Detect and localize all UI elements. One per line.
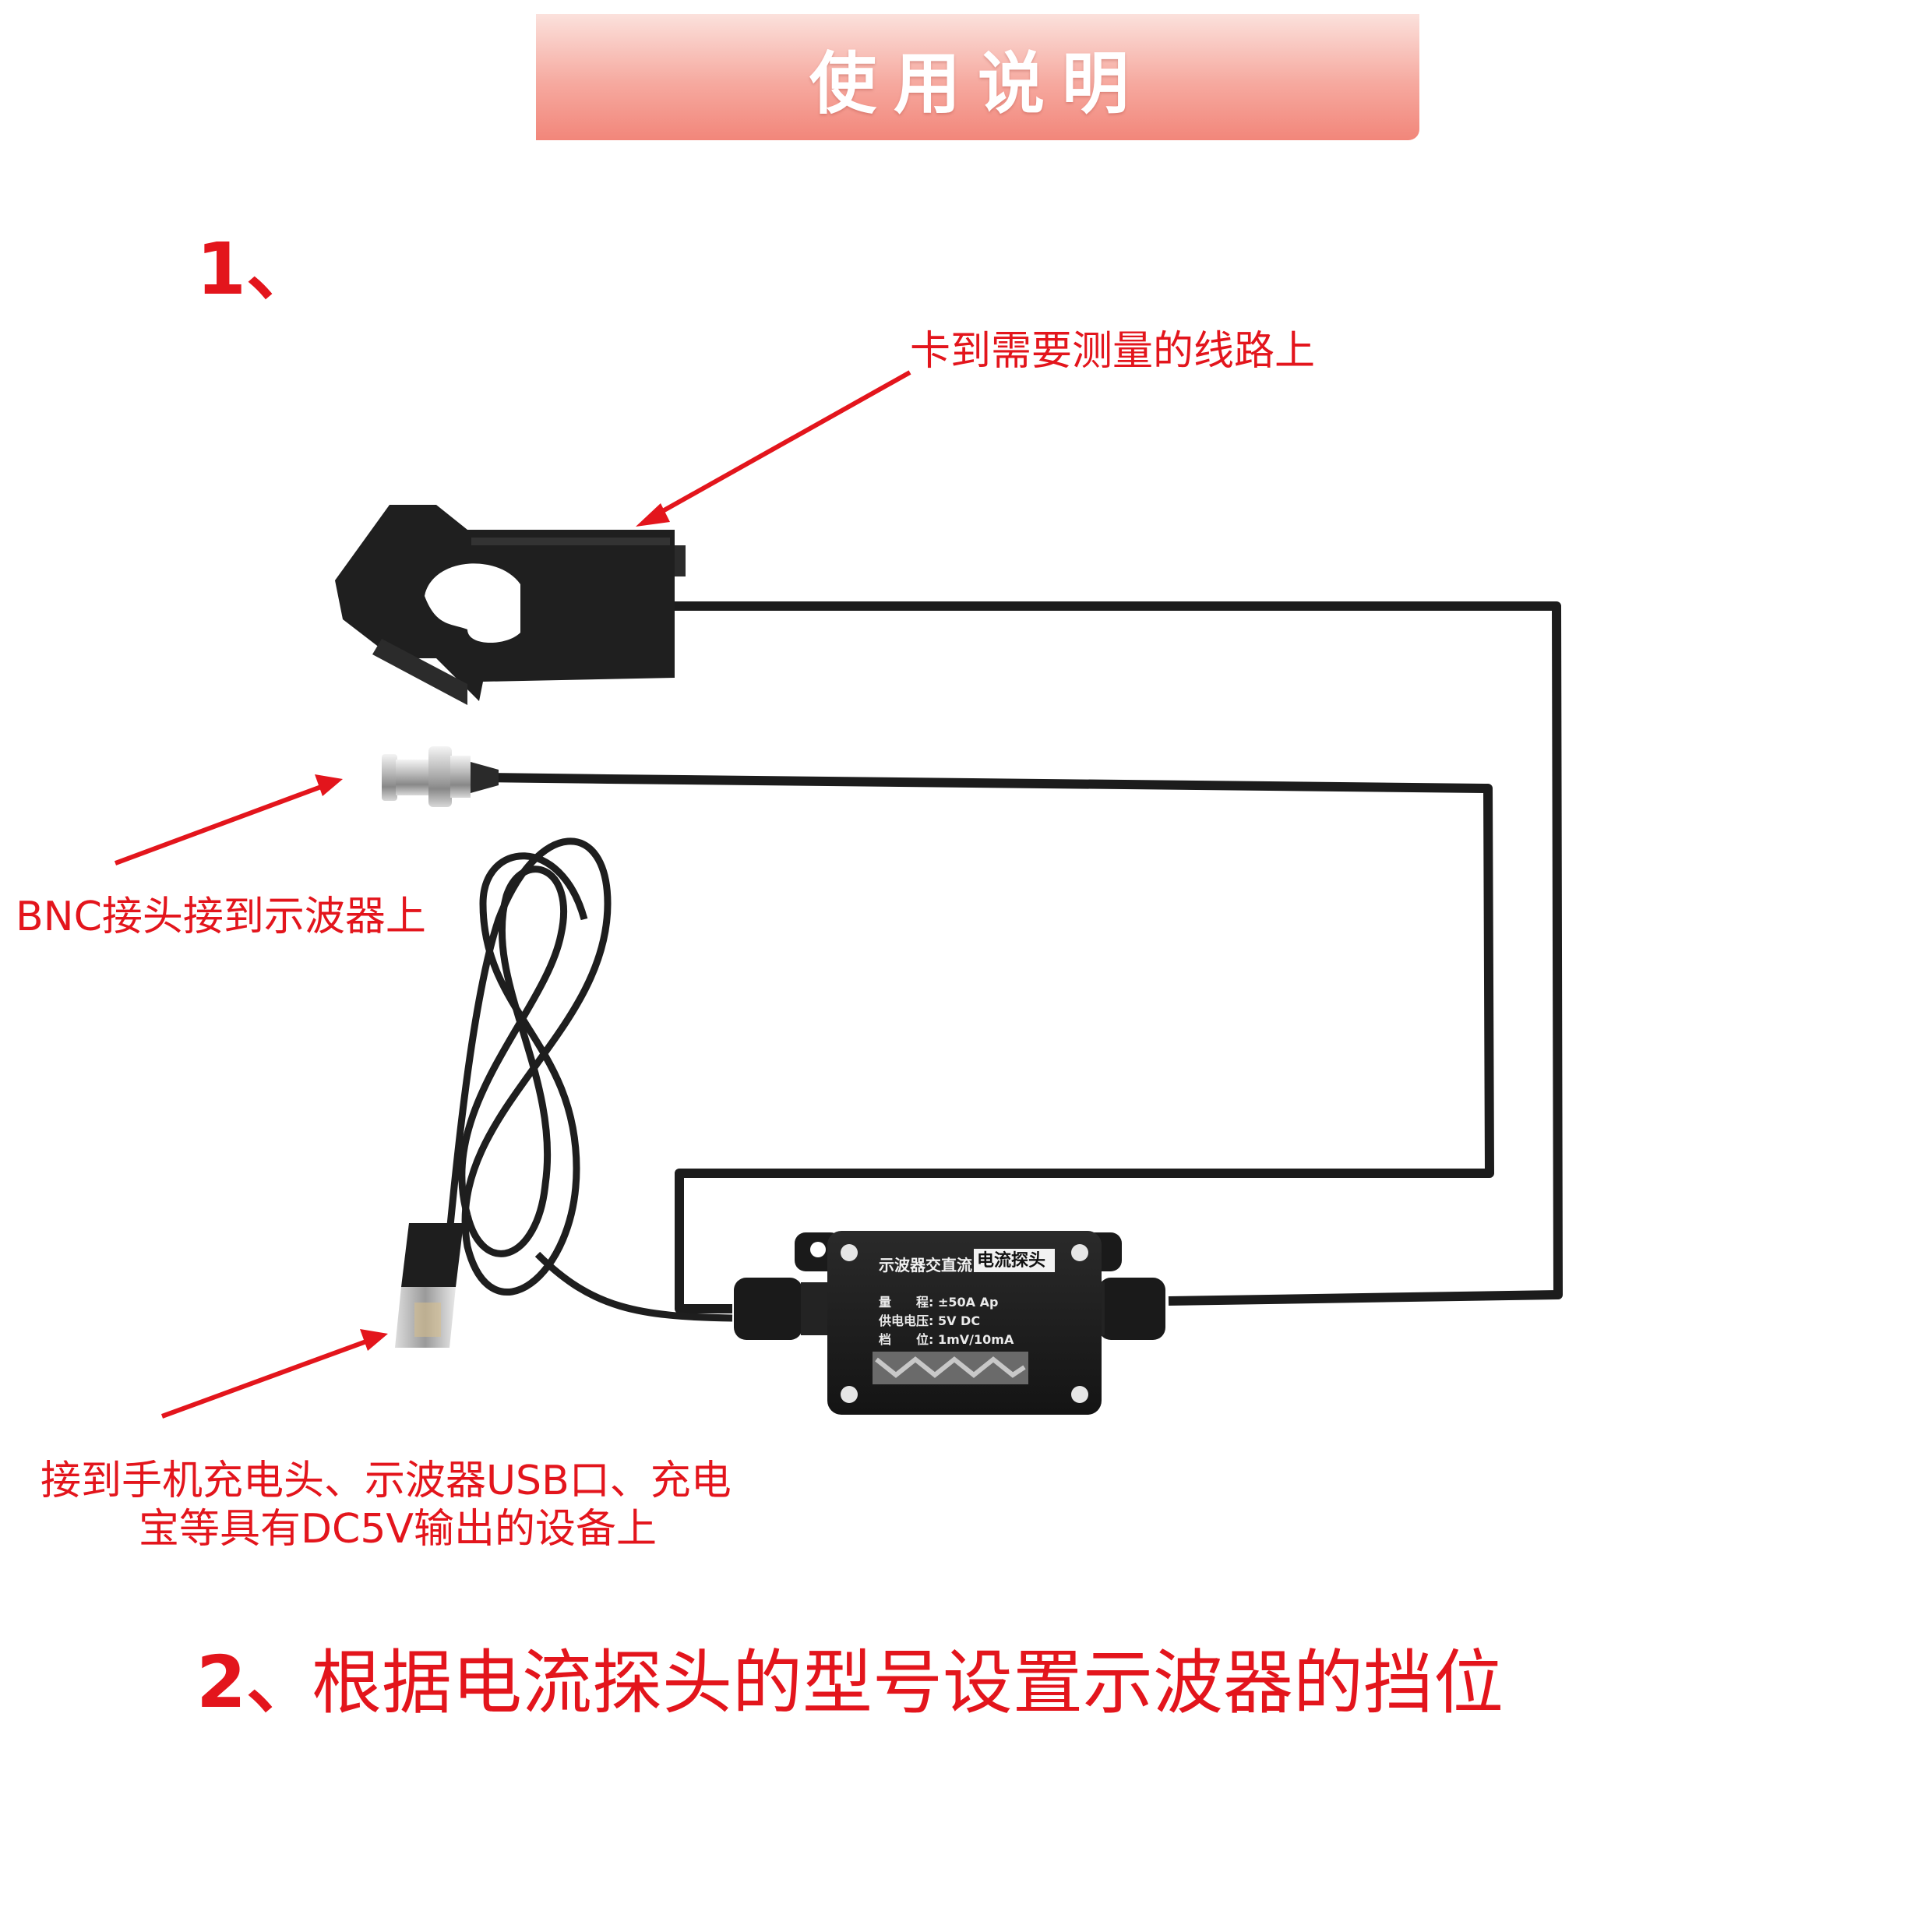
step-1-number: 1、 (196, 227, 319, 311)
arrow-to-clamp (636, 370, 911, 527)
clamp-cable (670, 601, 1563, 1306)
bnc-cable (482, 773, 1494, 1313)
device-spec-supply: 供电电压: 5V DC (879, 1313, 981, 1328)
device-tag-right: 电流探头 (977, 1251, 1046, 1271)
usb-cable-coil (436, 837, 733, 1329)
usb-plug (395, 1223, 464, 1348)
arrow-to-bnc (114, 774, 343, 866)
page-title: 使用说明 (809, 44, 1146, 123)
usb-callout-label-line1: 接到手机充电头、示波器USB口、充电 (41, 1458, 732, 1504)
title-banner: 使用说明 (536, 14, 1419, 140)
bnc-callout-label: BNC接头接到示波器上 (16, 894, 426, 940)
probe-junction-box (734, 1231, 1165, 1415)
device-tag-left: 示波器交直流 (879, 1256, 972, 1274)
step-2-text: 根据电流探头的型号设置示波器的挡位 (312, 1642, 1504, 1724)
bnc-connector (382, 746, 499, 807)
device-spec-range: 量 程: ±50A Ap (879, 1295, 999, 1310)
clamp-callout-label: 卡到需要测量的线路上 (910, 328, 1316, 375)
arrow-to-usb (160, 1329, 388, 1419)
usb-callout-label-line2: 宝等具有DC5V输出的设备上 (139, 1506, 658, 1553)
device-spec-scale: 档 位: 1mV/10mA (879, 1332, 1014, 1347)
step-2-number: 2、 (196, 1641, 319, 1724)
current-clamp-sensor (335, 505, 686, 705)
